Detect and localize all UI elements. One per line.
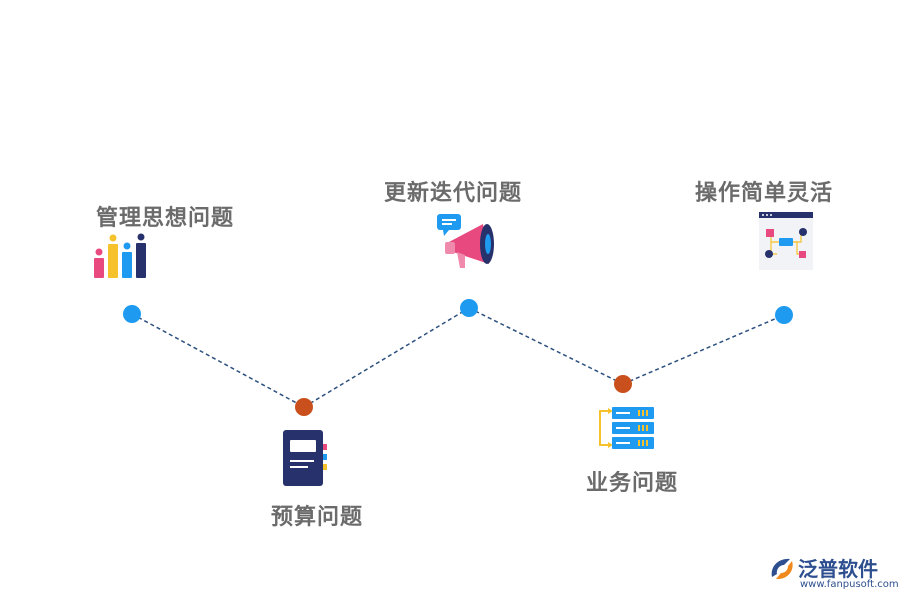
node-dot-business <box>614 375 632 393</box>
node-dot-management <box>123 305 141 323</box>
notebook-icon <box>283 430 327 486</box>
connector-segment <box>468 307 624 385</box>
connector-segment <box>131 313 305 408</box>
node-label-update: 更新迭代问题 <box>384 181 523 206</box>
bar-chart-icon <box>94 233 146 278</box>
node-dot-budget <box>295 398 313 416</box>
node-label-business: 业务问题 <box>586 471 679 496</box>
node-dot-update <box>460 299 478 317</box>
fanpu-logo-icon <box>771 558 793 580</box>
flowchart-window-icon <box>759 212 813 270</box>
node-label-management: 管理思想问题 <box>96 206 235 231</box>
node-dot-operation <box>775 306 793 324</box>
brand-name: 泛普软件 <box>798 557 878 581</box>
node-label-operation: 操作简单灵活 <box>695 181 834 206</box>
brand-url: www.fanpusoft.com <box>800 579 899 590</box>
brand-logo[interactable]: 泛普软件 www.fanpusoft.com <box>768 553 899 595</box>
node-label-budget: 预算问题 <box>271 505 364 530</box>
megaphone-icon <box>437 214 494 268</box>
connector-segment <box>303 307 470 408</box>
connector-segment <box>622 314 785 385</box>
server-icon <box>599 407 654 449</box>
